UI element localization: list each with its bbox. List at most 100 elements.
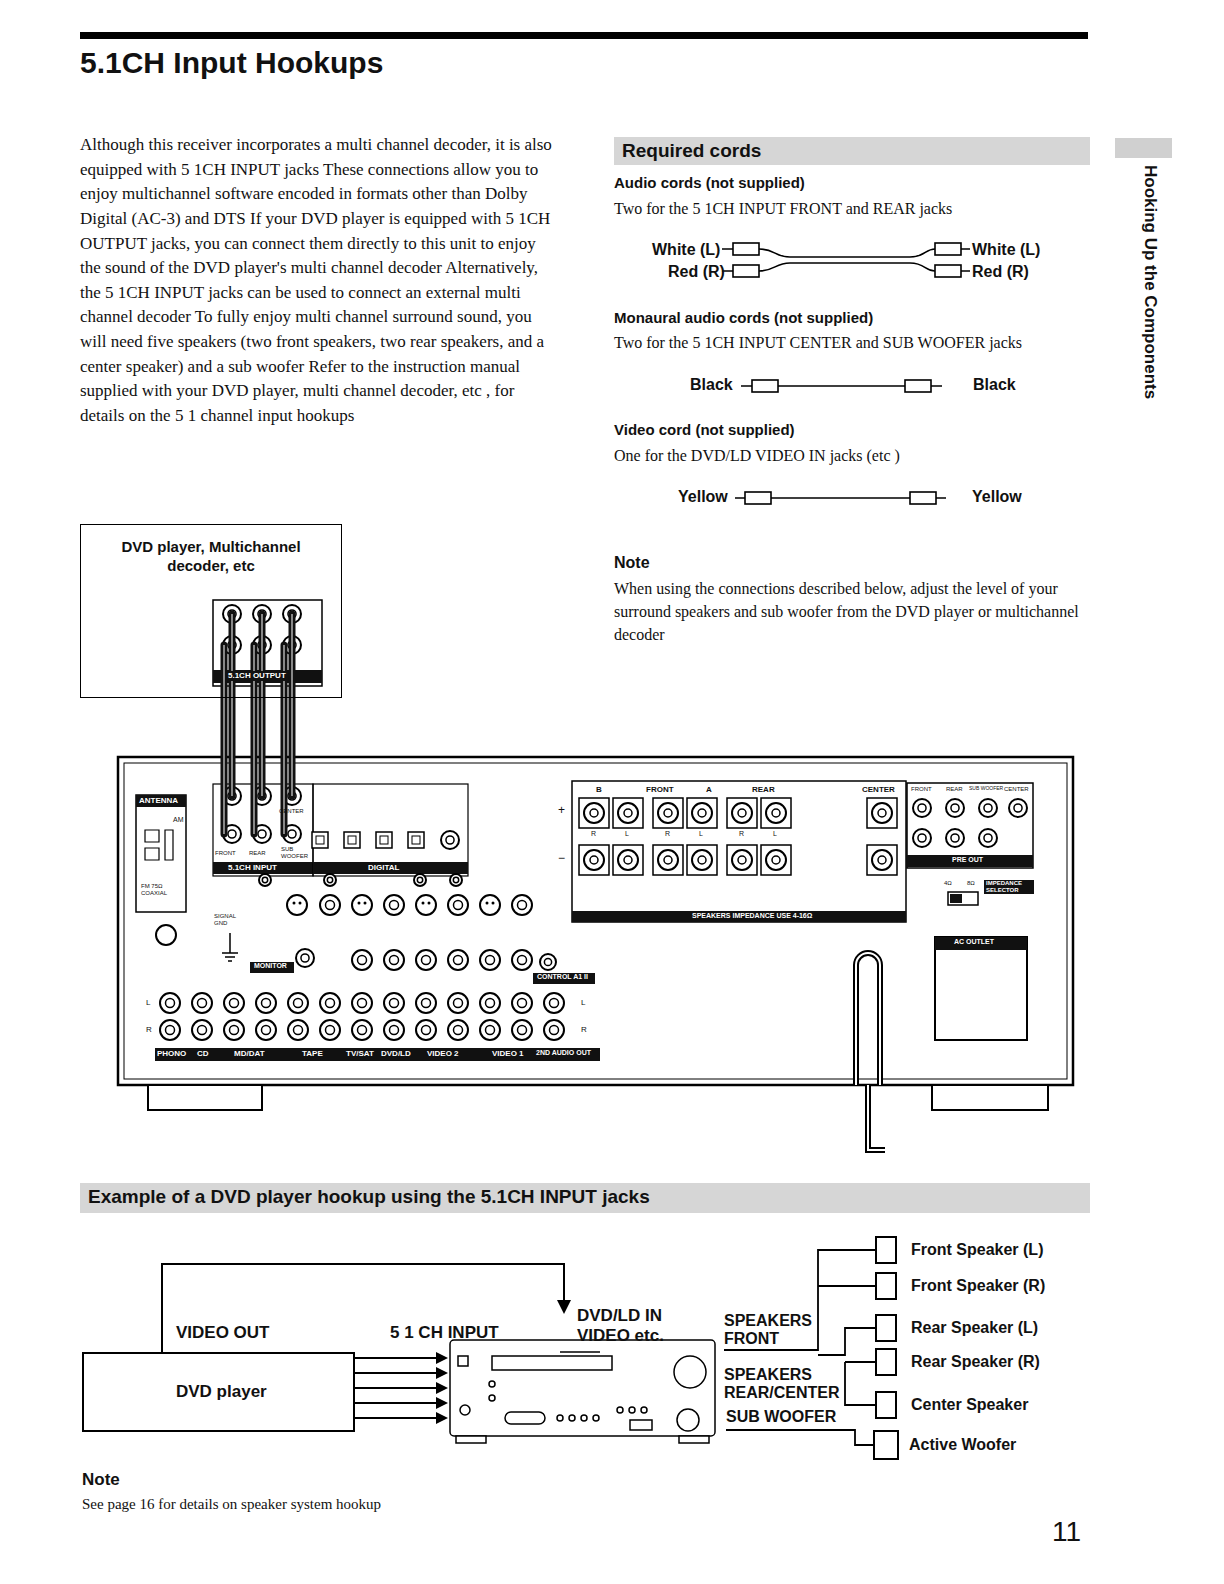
speaker-box: Front Speaker (L) bbox=[875, 1236, 897, 1264]
speaker-label: Rear Speaker (R) bbox=[911, 1353, 1040, 1371]
jack-label: L bbox=[699, 830, 703, 838]
jack bbox=[512, 993, 532, 1013]
speaker-terminal bbox=[761, 845, 791, 875]
jack-core bbox=[454, 901, 463, 910]
jack-core bbox=[1014, 804, 1022, 812]
jack-core bbox=[358, 956, 367, 965]
svideo-pin bbox=[293, 902, 296, 905]
jack bbox=[288, 1020, 308, 1040]
panel-label: TV/SAT bbox=[344, 1049, 376, 1059]
caption-label: B bbox=[596, 785, 602, 794]
jack bbox=[384, 1020, 404, 1040]
terminal-knob bbox=[732, 803, 752, 823]
power-cord-core bbox=[856, 953, 885, 1150]
terminal-core bbox=[772, 856, 780, 864]
svideo-pin bbox=[422, 902, 425, 905]
jack-core bbox=[951, 834, 959, 842]
panel-label: 5.1CH INPUT bbox=[226, 863, 279, 873]
jack bbox=[512, 895, 532, 915]
jack-core bbox=[390, 901, 399, 910]
video-cord bbox=[735, 492, 946, 504]
panel-band bbox=[313, 862, 468, 874]
optical-jack bbox=[344, 832, 360, 848]
panel-label: MD/DAT bbox=[232, 1049, 267, 1059]
cable bbox=[289, 614, 296, 796]
jack-label: FRONT bbox=[215, 850, 236, 857]
panel-label: AC OUTLET bbox=[952, 938, 996, 946]
section-heading: Required cords bbox=[622, 140, 1082, 162]
audio-wire bbox=[355, 1387, 436, 1389]
arrowhead bbox=[557, 1300, 571, 1314]
jack bbox=[352, 950, 372, 970]
terminal-core bbox=[772, 809, 780, 817]
caption-label: Audio cords (not supplied) bbox=[614, 174, 805, 191]
jack-core bbox=[230, 999, 239, 1008]
jack-core bbox=[550, 1026, 559, 1035]
jack bbox=[416, 993, 436, 1013]
svideo-jack bbox=[480, 895, 500, 915]
body-text: When using the connections described bel… bbox=[614, 577, 1089, 647]
svideo-pin bbox=[299, 902, 302, 905]
speaker-terminal bbox=[579, 798, 609, 828]
jack-core bbox=[918, 834, 926, 842]
panel-band bbox=[533, 973, 595, 984]
jack-label: SIGNAL GND bbox=[214, 913, 244, 927]
jack-core bbox=[518, 999, 527, 1008]
audio-wire bbox=[355, 1417, 436, 1419]
jack bbox=[288, 993, 308, 1013]
speaker-terminal bbox=[653, 798, 683, 828]
jack-label: REAR bbox=[946, 786, 963, 793]
jack-core bbox=[262, 877, 267, 882]
jack bbox=[384, 895, 404, 915]
jack bbox=[1009, 799, 1027, 817]
terminal-core bbox=[878, 856, 886, 864]
body-text: Although this receiver incorporates a mu… bbox=[80, 133, 560, 429]
panel-label: PRE OUT bbox=[950, 856, 985, 864]
jack-core bbox=[544, 958, 551, 965]
jack bbox=[352, 993, 372, 1013]
speaker-terminal bbox=[687, 798, 717, 828]
optical-core bbox=[412, 836, 420, 844]
page-title: 5.1CH Input Hookups bbox=[80, 46, 383, 80]
terminal-core bbox=[738, 856, 746, 864]
caption-label: Video cord (not supplied) bbox=[614, 421, 795, 438]
jack-core bbox=[326, 901, 335, 910]
cable-sheen bbox=[261, 614, 263, 796]
optical-core bbox=[316, 836, 324, 844]
jack-core bbox=[550, 999, 559, 1008]
panel-label: TAPE bbox=[300, 1049, 325, 1059]
terminal-knob bbox=[584, 803, 604, 823]
jack-core bbox=[518, 956, 527, 965]
svideo-jack bbox=[287, 895, 307, 915]
speaker-terminal bbox=[761, 798, 791, 828]
caption-label: SPEAKERS FRONT bbox=[724, 1312, 816, 1349]
stereo-cord bbox=[722, 243, 970, 277]
cable bbox=[259, 614, 266, 796]
terminal-core bbox=[624, 856, 632, 864]
speaker-terminal bbox=[653, 845, 683, 875]
jack bbox=[913, 829, 931, 847]
panel-label: 2ND AUDIO OUT bbox=[534, 1049, 593, 1057]
arrowhead bbox=[436, 1382, 448, 1394]
jack-core bbox=[288, 830, 296, 838]
panel-label: SPEAKERS IMPEDANCE USE 4-16Ω bbox=[690, 912, 814, 920]
jack-label: L bbox=[581, 998, 585, 1007]
caption-label: White (L) bbox=[972, 241, 1040, 259]
jack-core bbox=[486, 1026, 495, 1035]
caption-label: Red (R) bbox=[668, 263, 725, 281]
jack-core bbox=[198, 1026, 207, 1035]
optical-core bbox=[380, 836, 388, 844]
jack bbox=[946, 799, 964, 817]
jack-label: CENTER bbox=[1004, 786, 1029, 793]
panel-band bbox=[907, 855, 1033, 867]
panel-band bbox=[136, 795, 186, 807]
terminal-core bbox=[878, 809, 886, 817]
jack-label: AM bbox=[173, 816, 184, 824]
device-label: DVD player, Multichannel decoder, etc bbox=[106, 537, 316, 575]
cable-group bbox=[224, 614, 292, 834]
jack bbox=[448, 950, 468, 970]
caption-label: A bbox=[706, 785, 712, 794]
arrowhead bbox=[436, 1352, 448, 1364]
audio-wires bbox=[355, 1352, 448, 1424]
jack bbox=[480, 950, 500, 970]
